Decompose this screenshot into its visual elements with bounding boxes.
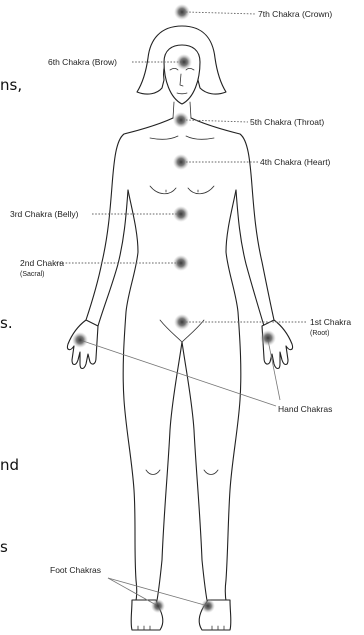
brow-label: 6th Chakra (Brow) [48, 57, 117, 67]
left-foot-chakra-dot [151, 599, 165, 613]
left-hand-chakra-dot [72, 332, 88, 348]
root-label: 1st Chakra [310, 317, 351, 327]
hand-chakras-label: Hand Chakras [278, 404, 332, 414]
crown-label: 7th Chakra (Crown) [258, 9, 332, 19]
throat-label: 5th Chakra (Throat) [250, 117, 324, 127]
root-chakra-dot [174, 314, 190, 330]
belly-chakra-dot [173, 206, 189, 222]
heart-chakra-dot [173, 154, 189, 170]
sacral-chakra-dot [173, 255, 189, 271]
right-hand-chakra-dot [260, 330, 276, 346]
heart-label: 4th Chakra (Heart) [260, 157, 331, 167]
root-sublabel: (Root) [310, 330, 329, 337]
sacral-label: 2nd Chakra [20, 258, 64, 268]
right-foot-chakra-dot [201, 599, 215, 613]
belly-label: 3rd Chakra (Belly) [10, 209, 79, 219]
foot-chakras-label: Foot Chakras [50, 565, 101, 575]
sacral-sublabel: (Sacral) [20, 271, 45, 278]
brow-chakra-dot [176, 54, 192, 70]
throat-chakra-dot [173, 112, 189, 128]
crown-chakra-dot [174, 4, 190, 20]
